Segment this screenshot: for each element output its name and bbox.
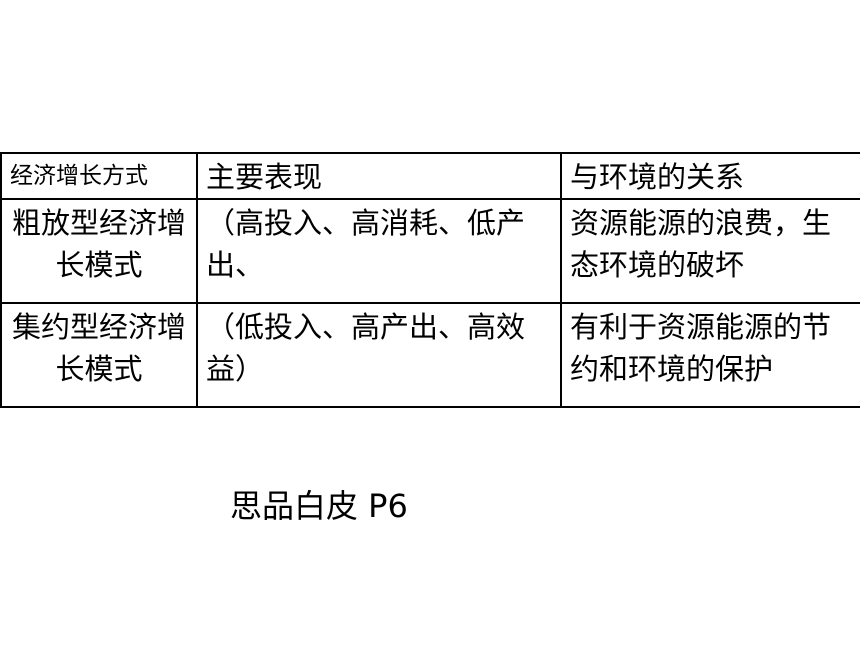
source-note: 思品白皮 P6	[230, 487, 408, 525]
table-header-row: 经济增长方式 主要表现 与环境的关系	[0, 152, 860, 200]
cell-environment-relation: 有利于资源能源的节约和环境的保护	[560, 302, 860, 408]
header-cell-main-performance: 主要表现	[196, 152, 562, 200]
cell-growth-mode: 集约型经济增长模式	[0, 302, 198, 408]
header-cell-growth-mode: 经济增长方式	[0, 152, 198, 200]
table-row: 粗放型经济增长模式 （高投入、高消耗、低产出、 资源能源的浪费，生态环境的破坏	[0, 198, 860, 304]
header-cell-environment-relation: 与环境的关系	[560, 152, 860, 200]
table-row: 集约型经济增长模式 （低投入、高产出、高效益） 有利于资源能源的节约和环境的保护	[0, 302, 860, 408]
cell-environment-relation: 资源能源的浪费，生态环境的破坏	[560, 198, 860, 304]
cell-performance: （低投入、高产出、高效益）	[196, 302, 562, 408]
comparison-table: 经济增长方式 主要表现 与环境的关系 粗放型经济增长模式 （高投入、高消耗、低产…	[0, 152, 860, 408]
cell-performance: （高投入、高消耗、低产出、	[196, 198, 562, 304]
cell-growth-mode: 粗放型经济增长模式	[0, 198, 198, 304]
